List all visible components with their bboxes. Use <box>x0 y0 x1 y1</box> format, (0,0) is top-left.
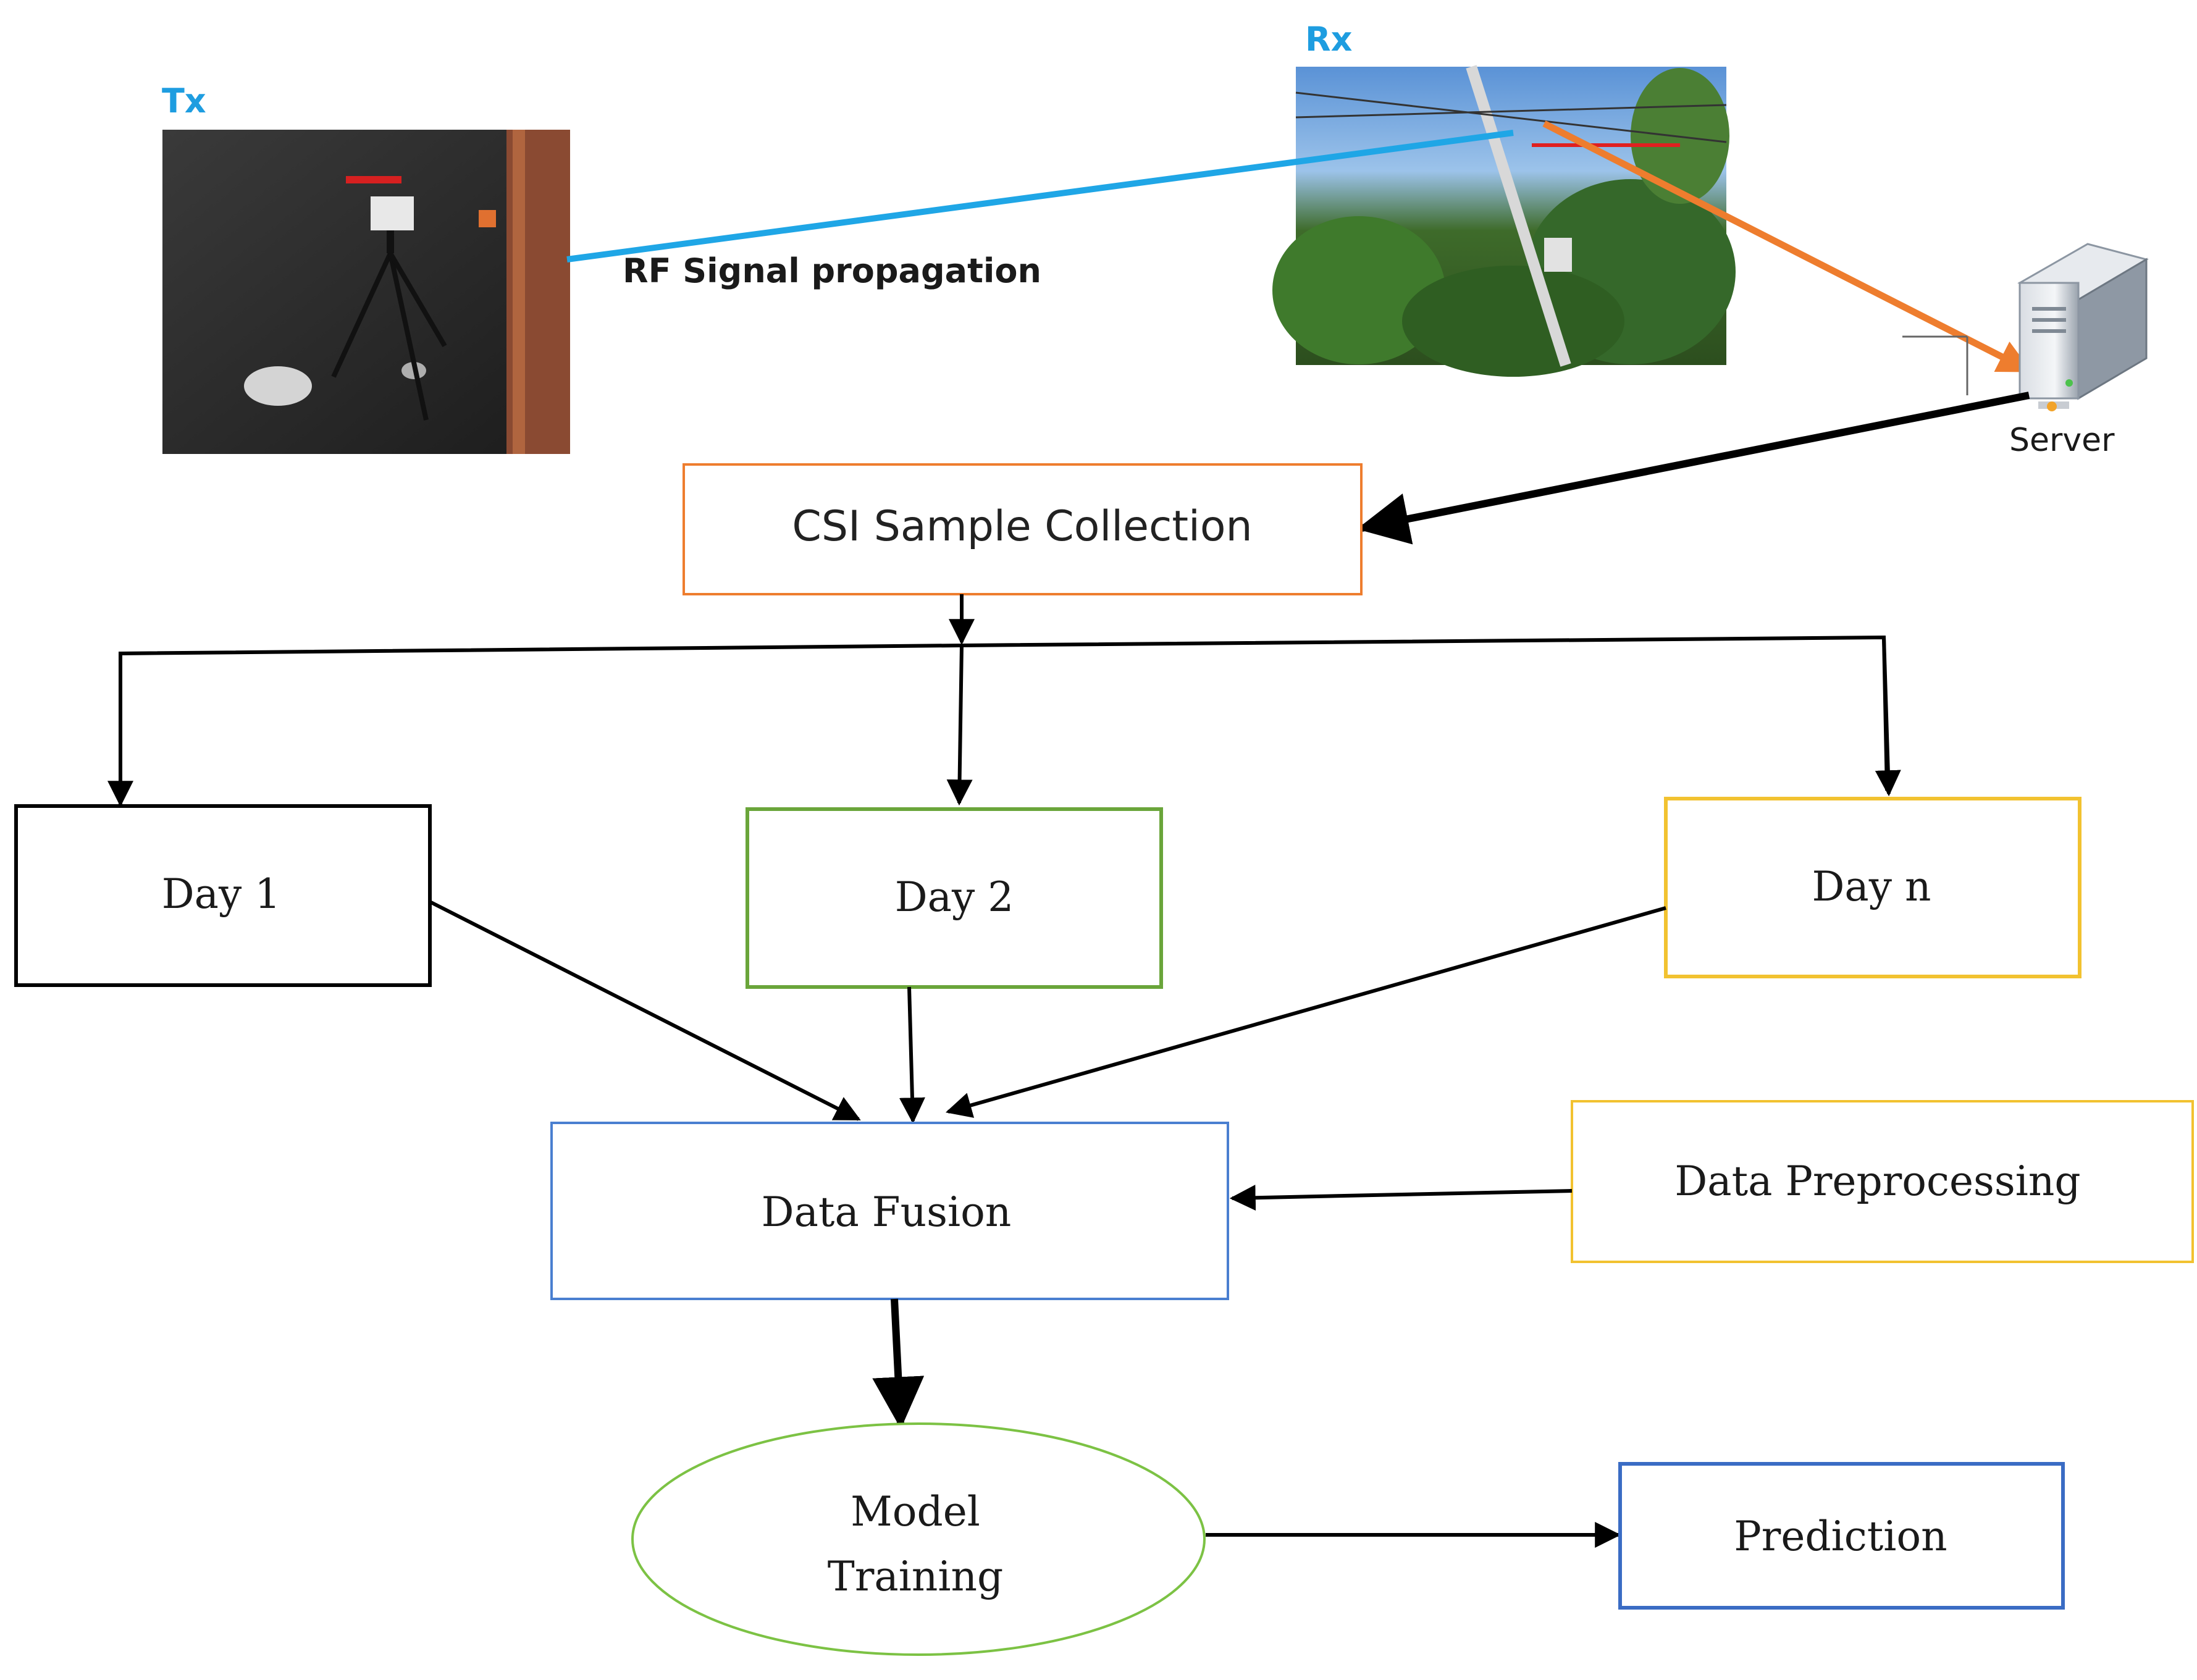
dayn-label: Day n <box>1812 863 1931 910</box>
preprocessing-to-fusion-arrow <box>1229 1185 1573 1211</box>
data-fusion-box <box>550 1122 1229 1300</box>
dayn-to-fusion-arrow <box>945 906 1666 1118</box>
branch-to-day2-arrow <box>946 645 973 806</box>
server-tower-icon <box>1902 243 2149 411</box>
csi-collection-box <box>683 463 1363 595</box>
day1-box <box>14 804 432 987</box>
branch-to-dayn-arrow <box>1875 637 1901 797</box>
server-label: Server <box>2009 422 2115 459</box>
tripod-transmitter-photo <box>162 130 570 454</box>
model-training-node <box>631 1422 1206 1656</box>
rf-signal-line <box>566 130 1514 262</box>
prediction-label: Prediction <box>1734 1513 1947 1560</box>
tx-label: Tx <box>162 82 206 120</box>
model-training-label-line1: Model <box>851 1488 980 1535</box>
server-to-csi-arrow <box>1356 392 2030 545</box>
dayn-box <box>1664 797 2081 978</box>
data-preprocessing-box <box>1571 1100 2194 1263</box>
prediction-box <box>1618 1462 2065 1610</box>
csi-collection-label: CSI Sample Collection <box>792 502 1252 551</box>
day2-to-fusion-arrow <box>899 986 925 1124</box>
day1-label: Day 1 <box>162 870 281 918</box>
rx-to-server-arrow <box>1542 120 2032 374</box>
fusion-to-model-arrow <box>872 1298 925 1429</box>
data-preprocessing-label: Data Preprocessing <box>1674 1157 2080 1205</box>
model-training-label-line2: Training <box>828 1553 1003 1600</box>
pole-receiver-photo <box>1272 65 1736 377</box>
day2-box <box>746 807 1163 989</box>
data-fusion-label: Data Fusion <box>762 1188 1012 1236</box>
rf-signal-label: RF Signal propagation <box>623 251 1041 290</box>
day1-to-fusion-arrow <box>429 900 861 1121</box>
day2-label: Day 2 <box>895 873 1014 921</box>
rx-label: Rx <box>1305 20 1353 59</box>
branch-bar <box>119 635 1889 806</box>
